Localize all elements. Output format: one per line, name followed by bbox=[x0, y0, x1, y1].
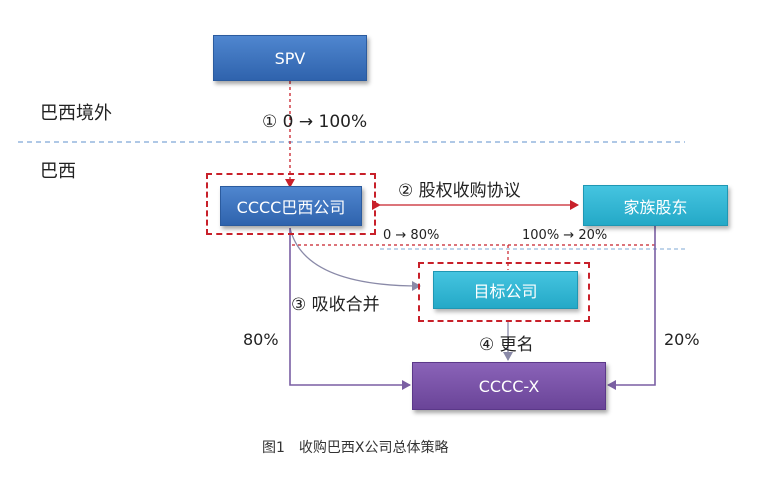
family-to-x-arrow bbox=[607, 226, 656, 390]
spv-node: SPV bbox=[213, 35, 367, 81]
cccc-to-x-arrow bbox=[289, 228, 411, 390]
brazil-label: 巴西 bbox=[40, 161, 76, 182]
target-company-node: 目标公司 bbox=[433, 271, 578, 309]
cccc-x-ratio: 80% bbox=[243, 330, 279, 349]
cccc-highlight-frame bbox=[206, 173, 376, 235]
family-shareholders-node: 家族股东 bbox=[583, 185, 728, 226]
offshore-label: 巴西境外 bbox=[40, 103, 112, 124]
step4-label: ④ 更名 bbox=[479, 335, 534, 355]
step2-label: ② 股权收购协议 bbox=[398, 181, 521, 201]
cccc-brazil-node: CCCC巴西公司 bbox=[220, 186, 362, 226]
figure-caption: 图1 收购巴西X公司总体策略 bbox=[262, 440, 449, 456]
target-highlight-frame bbox=[418, 262, 590, 322]
merger-arrow bbox=[289, 227, 421, 291]
step1-label: ① 0 → 100% bbox=[262, 112, 368, 132]
cccc-x-node: CCCC-X bbox=[412, 362, 606, 410]
cccc-target-ratio: 0 → 80% bbox=[383, 228, 440, 243]
family-x-ratio: 20% bbox=[664, 330, 700, 349]
family-target-ratio: 100% → 20% bbox=[522, 228, 608, 243]
step3-label: ③ 吸收合并 bbox=[291, 295, 380, 315]
